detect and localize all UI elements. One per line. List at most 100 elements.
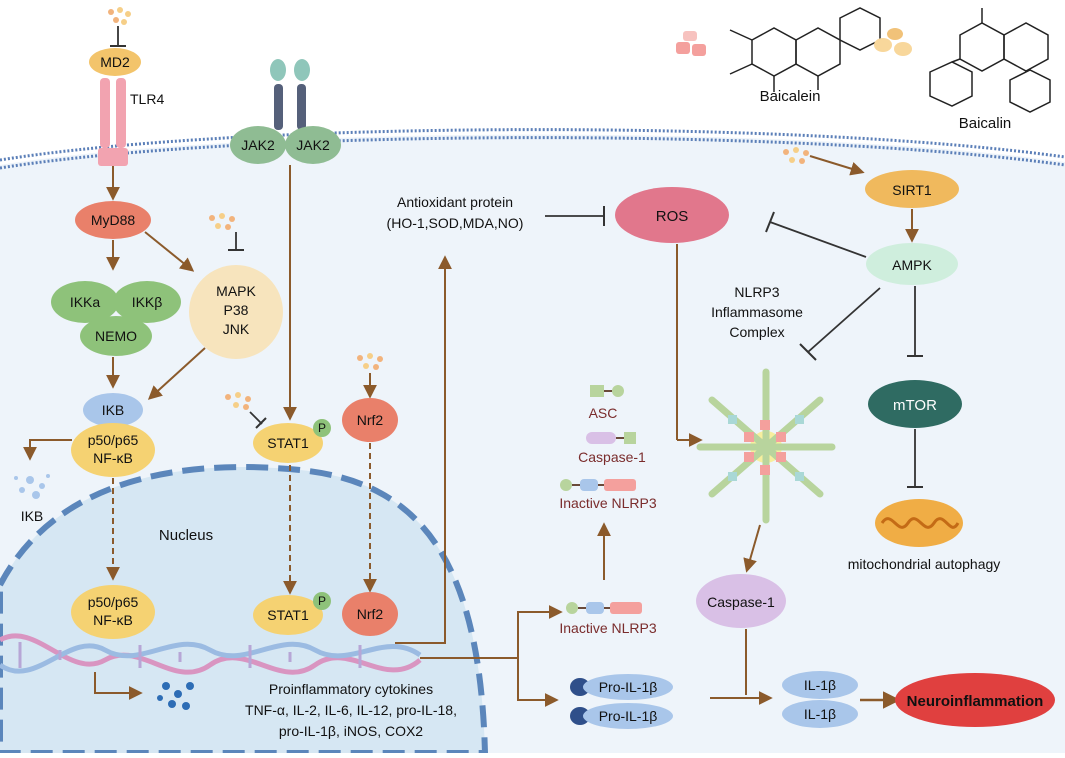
inhibit-stat1-bar xyxy=(255,417,267,429)
mapk-label-line3: JNK xyxy=(223,321,250,337)
pro-il1b-1-label: Pro-IL-1β xyxy=(599,679,658,695)
pill-cluster-mapk xyxy=(209,213,235,230)
arrow-myd88-mapk xyxy=(144,231,195,272)
baicalin-molecule-icon xyxy=(929,8,1051,113)
nucleus-stat1-phospho xyxy=(313,592,331,610)
arrow-mapk-nfkb xyxy=(147,347,206,400)
nucleus xyxy=(0,464,489,756)
pill-cluster-nrf2 xyxy=(357,353,383,370)
baicalein-label: Baicalein xyxy=(760,88,821,105)
pill-cluster-stat1 xyxy=(225,392,251,410)
nucleus-nrf2-node xyxy=(342,592,398,636)
nucleus-nfkb-label-line2: NF-κB xyxy=(93,612,133,628)
nemo-node xyxy=(80,316,152,356)
inhibit-stat1 xyxy=(249,411,263,425)
inactive-nlrp3-bottom-icon xyxy=(566,602,642,614)
jak2-receptor xyxy=(270,59,310,130)
pill-cluster-baicalein xyxy=(676,31,706,56)
asc-label: ASC xyxy=(589,405,618,421)
nlrp3-label-line3: Complex xyxy=(729,324,784,340)
inflammasome-complex-icon xyxy=(696,368,836,524)
mtor-label: mTOR xyxy=(893,397,937,414)
nemo-label: NEMO xyxy=(95,328,137,344)
ikka-node xyxy=(51,281,119,323)
stat1-node xyxy=(253,423,323,463)
inactive-nlrp3-top-label: Inactive NLRP3 xyxy=(559,495,656,511)
pro-il1b-1-cap xyxy=(570,678,590,696)
mitochondrion-icon xyxy=(875,499,963,547)
jak2-left-node xyxy=(230,126,286,164)
ikka-label: IKKa xyxy=(70,294,101,310)
arrow-inflammasome-caspase1 xyxy=(743,524,761,573)
antioxidant-label-line1: Antioxidant protein xyxy=(397,194,513,210)
ikb-free-label: IKB xyxy=(21,508,44,524)
sirt1-node xyxy=(865,170,959,208)
tlr4-label: TLR4 xyxy=(130,91,164,107)
caspase1-active-node xyxy=(696,574,786,628)
jak2-left-label: JAK2 xyxy=(241,137,275,153)
inhibit-ros-by-ampk-bar xyxy=(765,211,775,233)
nucleus-stat1-node xyxy=(253,595,323,635)
inactive-nlrp3-bottom-label: Inactive NLRP3 xyxy=(559,620,656,636)
mapk-label-line2: P38 xyxy=(224,302,249,318)
asc-protein-icon xyxy=(590,385,624,397)
nucleus-nfkb-node xyxy=(71,585,155,639)
ampk-label: AMPK xyxy=(892,257,932,273)
stat1-phospho-label: P xyxy=(318,421,326,435)
nucleus-stat1-label: STAT1 xyxy=(267,607,309,623)
cytokines-label-line1: Proinflammatory cytokines xyxy=(269,681,433,697)
myd88-node xyxy=(75,201,151,239)
stat1-label: STAT1 xyxy=(267,435,309,451)
caspase1-component-label: Caspase-1 xyxy=(578,449,646,465)
baicalein-molecule-icon xyxy=(729,7,881,92)
antioxidant-label-line2: (HO-1,SOD,MDA,NO) xyxy=(387,215,524,231)
nfkb-node xyxy=(71,423,155,477)
caspase1-component-icon xyxy=(586,432,636,444)
il1b-1-label: IL-1β xyxy=(804,677,836,693)
neuroinflammation-label: Neuroinflammation xyxy=(907,693,1044,710)
nlrp3-label-line1: NLRP3 xyxy=(734,284,779,300)
nucleus-nrf2-label: Nrf2 xyxy=(357,606,384,622)
pro-il1b-2-node xyxy=(583,703,673,729)
pro-il1b-2-cap xyxy=(570,707,590,725)
arrow-dna-pro-il1b xyxy=(517,658,559,707)
nrf2-node xyxy=(342,398,398,442)
nucleus-stat1-phospho-label: P xyxy=(318,594,326,608)
pro-il1b-2-label: Pro-IL-1β xyxy=(599,708,658,724)
nucleus-label: Nucleus xyxy=(159,527,213,544)
md2-node xyxy=(89,48,141,76)
mito-autophagy-label: mitochondrial autophagy xyxy=(848,556,1001,572)
tlr4-receptor xyxy=(98,78,128,166)
inhibit-ros-by-ampk xyxy=(769,221,867,258)
myd88-label: MyD88 xyxy=(91,212,136,228)
arrow-pill-sirt1 xyxy=(809,155,865,176)
stat1-phospho xyxy=(313,419,331,437)
il1b-2-node xyxy=(782,700,858,728)
md2-label: MD2 xyxy=(100,54,130,70)
neuroinflammation-node xyxy=(895,673,1055,727)
ikkb-node xyxy=(113,281,181,323)
mapk-node xyxy=(189,265,283,359)
arrow-nrf2-antioxidant xyxy=(395,255,452,644)
cytokines-label-line2: TNF-α, IL-2, IL-6, IL-12, pro-IL-18, xyxy=(245,702,457,718)
nfkb-label-line2: NF-κB xyxy=(93,450,133,466)
ampk-node xyxy=(866,243,958,285)
caspase1-active-label: Caspase-1 xyxy=(707,594,775,610)
jak2-right-node xyxy=(285,126,341,164)
cytokine-dots-icon xyxy=(157,682,194,710)
ikb-node xyxy=(83,393,143,427)
ikkb-label: IKKβ xyxy=(132,294,163,310)
nrf2-label: Nrf2 xyxy=(357,412,384,428)
ikb-degraded-icon xyxy=(14,474,50,499)
pill-cluster-sirt1 xyxy=(783,147,809,164)
inactive-nlrp3-top-icon xyxy=(560,479,636,491)
arrow-dna-inactive-nlrp3 xyxy=(517,605,563,658)
cytokines-label-line3: pro-IL-1β, iNOS, COX2 xyxy=(279,723,423,739)
inhibit-inflammasome-bar xyxy=(799,343,817,361)
inhibit-inflammasome xyxy=(807,287,881,353)
mapk-label-line1: MAPK xyxy=(216,283,256,299)
nlrp3-label-line2: Inflammasome xyxy=(711,304,803,320)
ikb-label: IKB xyxy=(102,402,125,418)
arrow-nfkb-ikb-release xyxy=(23,439,72,461)
